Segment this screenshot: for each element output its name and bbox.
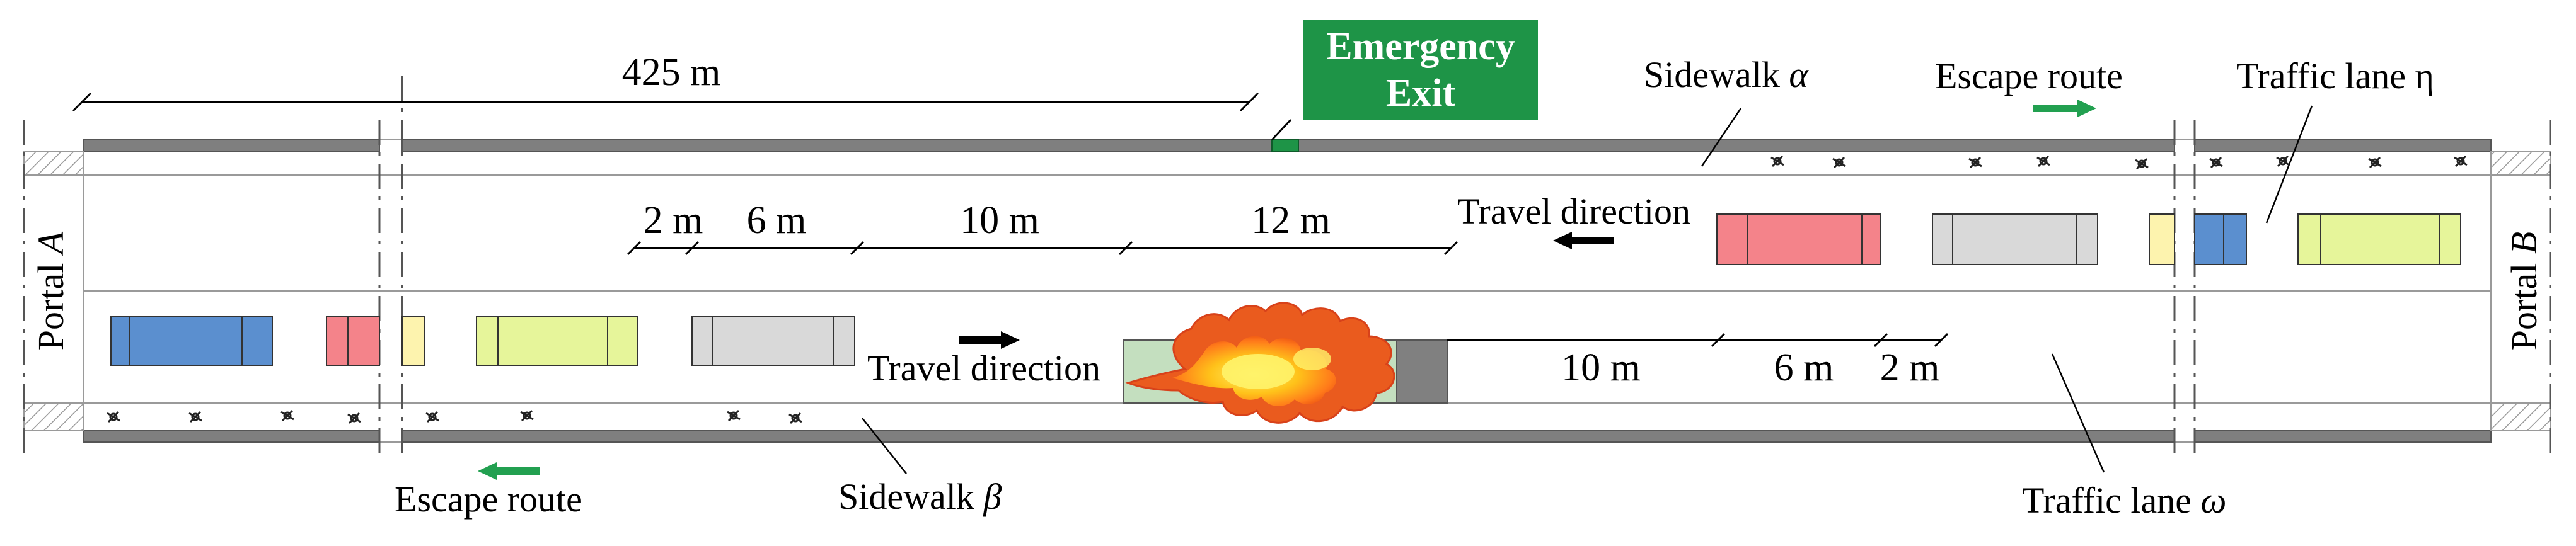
pedestrian-icon — [107, 411, 120, 423]
portal-a-hatch-top — [23, 151, 84, 176]
travel-direction-top: Travel direction — [1457, 191, 1690, 249]
bottom-wall-mid — [401, 430, 2175, 443]
escape-route-bottom: Escape route — [395, 462, 582, 520]
vehicle-upper-gray — [1932, 213, 2098, 265]
sidewalk-alpha-label: Sidewalk α — [1644, 54, 1809, 95]
upper-lane-vehicles — [1716, 213, 2461, 265]
pedestrian-icon — [1832, 156, 1846, 169]
pedestrian-icon — [520, 409, 534, 422]
travel-arrow-left-icon — [1553, 232, 1614, 249]
travel-arrow-right-icon — [959, 331, 1020, 349]
top-wall-left — [83, 139, 380, 152]
spacing-top-12m: 12 m — [1251, 199, 1331, 242]
vehicle-lower-lime — [476, 316, 638, 366]
pedestrian-icon — [2454, 155, 2468, 168]
pedestrians-sidewalk-alpha — [1770, 155, 2468, 170]
escape-arrow-left-icon — [478, 462, 540, 480]
pedestrian-icon — [425, 411, 439, 423]
vehicle-lower-blue — [110, 316, 273, 366]
spacing-top-6m: 6 m — [747, 199, 807, 242]
pedestrian-icon — [2276, 155, 2290, 168]
pedestrian-icon — [727, 409, 741, 422]
sidewalk-beta-annotation: Sidewalk β — [838, 418, 1002, 517]
emergency-exit-door — [1271, 139, 1299, 152]
bottom-wall-right — [2194, 430, 2492, 443]
vehicle-upper-lime — [2297, 213, 2461, 265]
escape-arrow-right-icon — [2033, 100, 2096, 117]
spacing-top-dimensions: 2 m 6 m 10 m 12 m — [627, 199, 1458, 256]
lower-lane-vehicles — [110, 316, 855, 366]
vehicle-upper-red — [1716, 213, 1881, 265]
portal-b-label: Portal B — [2504, 232, 2544, 350]
traffic-lane-eta-label: Traffic lane η — [2236, 55, 2434, 96]
travel-direction-bottom: Travel direction — [867, 331, 1100, 389]
vehicle-lower-gray — [691, 316, 855, 366]
pedestrian-icon — [2135, 157, 2149, 170]
pedestrian-icon — [2036, 155, 2050, 168]
sidewalk-alpha-annotation: Sidewalk α — [1644, 54, 1809, 167]
pedestrian-icon — [2368, 156, 2382, 169]
pedestrian-icon — [1770, 155, 1784, 168]
fire-icon — [1125, 302, 1395, 424]
vehicle-lower-red — [326, 316, 380, 366]
emergency-exit-box — [1303, 20, 1538, 120]
spacing-bottom-10m: 10 m — [1561, 346, 1641, 389]
pedestrian-icon — [2209, 156, 2223, 169]
portal-a-label: Portal A — [30, 231, 71, 350]
traffic-lane-omega-annotation: Traffic lane ω — [2022, 353, 2226, 521]
vehicle-upper-blue — [2194, 213, 2247, 265]
portal-b-hatch-bottom — [2490, 402, 2551, 431]
travel-direction-top-label: Travel direction — [1457, 191, 1690, 232]
escape-route-top: Escape route — [1935, 55, 2123, 117]
pedestrians-sidewalk-beta — [107, 409, 802, 424]
fire-incident — [1123, 302, 1448, 424]
pedestrian-icon — [788, 412, 802, 424]
spacing-top-2m: 2 m — [644, 199, 703, 242]
sidewalk-beta-label: Sidewalk β — [838, 476, 1002, 517]
spacing-bottom-6m: 6 m — [1774, 346, 1834, 389]
emergency-exit-line2: Exit — [1386, 72, 1456, 115]
portal-b-hatch-top — [2490, 151, 2551, 176]
escape-route-top-label: Escape route — [1935, 55, 2123, 96]
distance-425-label: 425 m — [622, 51, 721, 94]
pedestrian-icon — [1968, 156, 1982, 169]
vehicle-lower-yellow — [401, 316, 425, 366]
vehicle-upper-yellow — [2149, 213, 2175, 265]
top-wall-right — [2194, 139, 2492, 152]
pedestrian-icon — [188, 411, 202, 423]
burning-vehicle-cab — [1396, 339, 1448, 404]
spacing-top-10m: 10 m — [960, 199, 1039, 242]
pedestrian-icon — [347, 412, 361, 424]
bottom-wall-left — [83, 430, 380, 443]
portal-a-hatch-bottom — [23, 402, 84, 431]
spacing-bottom-2m: 2 m — [1880, 346, 1940, 389]
spacing-bottom-dimensions: 10 m 6 m 2 m — [1447, 333, 1949, 389]
distance-425: 425 m — [72, 51, 1259, 112]
pedestrian-icon — [280, 409, 294, 422]
travel-direction-bottom-label: Travel direction — [867, 348, 1100, 389]
escape-route-bottom-label: Escape route — [395, 479, 582, 520]
traffic-lane-eta-annotation: Traffic lane η — [2236, 55, 2434, 224]
traffic-lane-omega-label: Traffic lane ω — [2022, 480, 2226, 521]
emergency-exit-line1: Emergency — [1326, 25, 1515, 68]
emergency-exit-sign: Emergency Exit — [1271, 20, 1538, 141]
